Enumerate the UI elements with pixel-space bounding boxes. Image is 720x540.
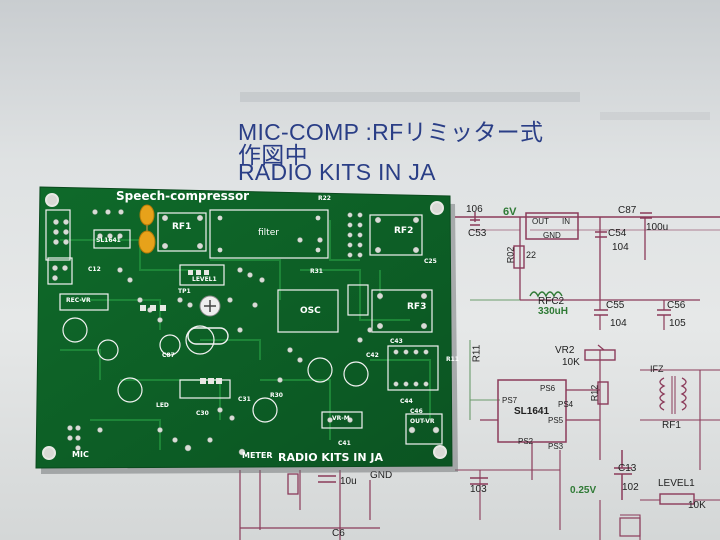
pcb-label-c41: C41 — [338, 440, 351, 447]
sch-label-rfc2: RFC2 — [538, 296, 565, 307]
sch-label-10u: 10u — [340, 476, 357, 487]
pcb-label-c43: C43 — [390, 338, 403, 345]
sch-label-c53: C53 — [468, 228, 487, 239]
sch-label-c54: C54 — [608, 228, 627, 239]
sch-label-ps6: PS6 — [540, 384, 556, 393]
sch-label-103: 103 — [470, 484, 487, 495]
sch-label-c13: C13 — [618, 463, 637, 474]
pcb-label-vr-m: VR-M — [332, 415, 350, 422]
sch-label-gnd: GND — [543, 231, 561, 240]
sch-label-22: 22 — [526, 250, 537, 260]
pcb-label-c25: C25 — [424, 258, 437, 265]
paper-title-line3: RADIO KITS IN JA — [238, 159, 436, 185]
sch-label-c87: C87 — [618, 205, 637, 216]
pcb-label-r22: R22 — [318, 195, 331, 202]
sch-label-330uh: 330uH — [538, 306, 569, 317]
pcb-label-c30: C30 — [196, 410, 209, 417]
sch-label-c56: C56 — [667, 300, 686, 311]
pcb-footer: RADIO KITS IN JA — [278, 451, 383, 464]
pcb-label-c42: C42 — [366, 352, 379, 359]
pcb-label-c46: C46 — [410, 408, 423, 415]
pcb-label-mic: MIC — [72, 450, 89, 459]
pcb-label-filter: filter — [258, 228, 279, 238]
pcb-header: Speech-compressor — [116, 189, 250, 203]
pcb-label-c87: C87 — [162, 352, 175, 359]
sch-label-in: IN — [562, 217, 570, 226]
pcb-label-tp1: TP1 — [178, 288, 191, 295]
pcb-label-c31: C31 — [238, 396, 251, 403]
sch-label-6v: 6V — [503, 206, 517, 218]
sch-label-10k-b: 10K — [688, 500, 706, 511]
pcb-label-meter: METER — [242, 451, 273, 460]
sch-label-ps4: PS4 — [558, 400, 574, 409]
paper-title-line2: 作図中 — [238, 142, 308, 168]
sch-label-10k: 10K — [562, 357, 580, 368]
sch-label-ps3: PS3 — [548, 442, 564, 451]
sch-label-ps5: PS5 — [548, 416, 564, 425]
sch-label-ifz: IFZ — [650, 364, 664, 374]
sch-label-105: 105 — [669, 318, 686, 329]
sch-label-c55: C55 — [606, 300, 625, 311]
sch-label-104b: 104 — [610, 318, 627, 329]
pcb-label-out-vr: OUT-VR — [410, 418, 435, 425]
sch-label-100u: 100u — [646, 222, 669, 233]
sch-label-vr2: VR2 — [555, 345, 575, 356]
pcb-label-rec-vr: REC-VR — [66, 297, 91, 304]
sch-label-c106: 106 — [466, 204, 483, 215]
pcb-label-level1: LEVEL1 — [192, 276, 217, 283]
sch-label-102: 102 — [622, 482, 639, 493]
pcb-label-osc: OSC — [300, 306, 321, 316]
sch-label-025v: 0.25V — [570, 485, 597, 496]
pcb-label-rf1: RF1 — [172, 222, 192, 232]
paper-title-line1: MIC-COMP :RFリミッター式 — [238, 119, 544, 145]
pcb-label-r30: R30 — [270, 392, 283, 399]
pcb-label-r11: R11 — [446, 356, 459, 363]
pcb-label-rf2: RF2 — [394, 226, 414, 236]
sch-label-gnd2: GND — [370, 470, 393, 481]
sch-label-104a: 104 — [612, 242, 629, 253]
sch-label-rf1: RF1 — [662, 420, 681, 431]
sch-label-out: OUT — [532, 217, 549, 226]
pcb-label-c12: C12 — [88, 266, 101, 273]
pcb-label-c44: C44 — [400, 398, 413, 405]
sch-label-ps7: PS7 — [502, 396, 518, 405]
pcb-label-rf3: RF3 — [407, 302, 427, 312]
sch-label-c6: C6 — [332, 528, 345, 539]
sch-label-sl1641: SL1641 — [514, 406, 550, 417]
sch-label-level1: LEVEL1 — [658, 478, 695, 489]
sch-label-ps2: PS2 — [518, 437, 534, 446]
pcb-label-r31: R31 — [310, 268, 323, 275]
pcb-label-sl1641: SL1641 — [96, 237, 121, 244]
pcb-label-led: LED — [156, 402, 169, 409]
